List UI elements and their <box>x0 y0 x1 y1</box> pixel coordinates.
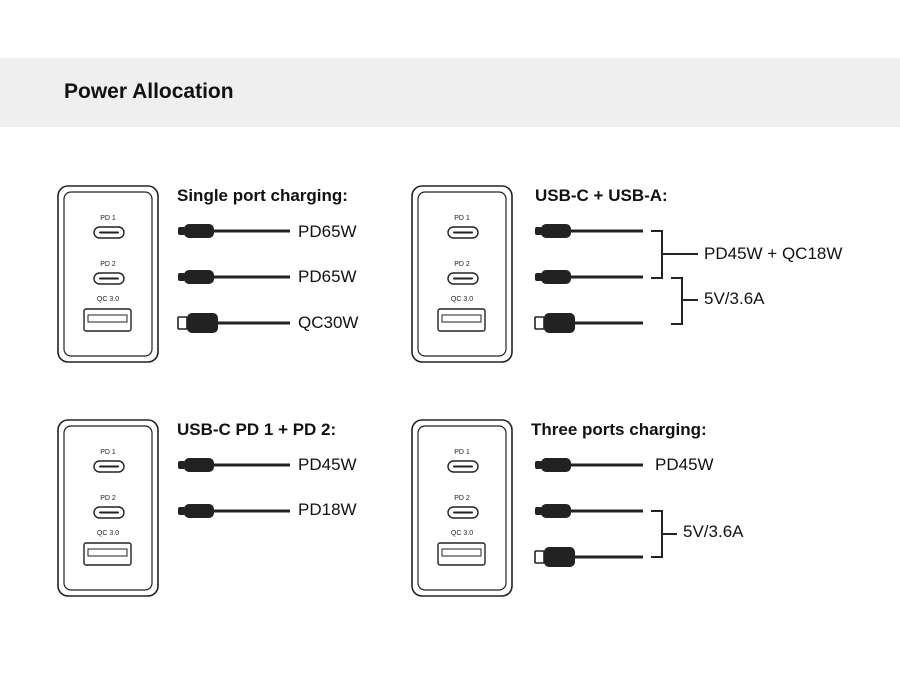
port-label-pd1: PD 1 <box>100 449 116 456</box>
output-label: QC30W <box>298 313 359 332</box>
usb-c-port-tongue <box>453 465 473 468</box>
usb-a-port-tongue <box>87 314 128 323</box>
cable-group-panel-1 <box>177 224 290 333</box>
port-label-pd1: PD 1 <box>454 449 470 456</box>
usb-c-plug-tip <box>178 507 185 515</box>
output-label: PD45W <box>655 455 714 474</box>
port-label-pd1: PD 1 <box>454 215 470 222</box>
charger-inner-outline <box>417 191 507 357</box>
usb-c-plug-tip <box>535 461 542 469</box>
usb-c-port-tongue <box>453 511 473 514</box>
usb-c-plug-body <box>184 270 214 284</box>
charger-panel-4: PD 1 PD 2 QC 3.0 <box>411 419 513 597</box>
usb-a-plug-body <box>544 547 575 567</box>
usb-c-plug-tip <box>178 273 185 281</box>
port-label-qc: QC 3.0 <box>451 296 473 303</box>
header-band <box>0 58 900 127</box>
port-label-pd2: PD 2 <box>100 261 116 268</box>
usb-c-port-tongue <box>99 465 119 468</box>
usb-a-port-tongue <box>441 548 482 557</box>
output-label: 5V/3.6A <box>683 522 744 541</box>
usb-a-plug-tip <box>534 550 545 564</box>
output-label: 5V/3.6A <box>704 289 765 308</box>
output-label: PD65W <box>298 222 357 241</box>
cable-group-panel-3 <box>178 458 290 518</box>
port-label-qc: QC 3.0 <box>97 530 119 537</box>
charger-panel-1: PD 1 PD 2 QC 3.0 <box>57 185 159 363</box>
bracket-panel-4 <box>651 510 677 558</box>
usb-a-plug-body <box>544 313 575 333</box>
port-label-pd2: PD 2 <box>100 495 116 502</box>
usb-a-plug-body <box>187 313 218 333</box>
port-label-qc: QC 3.0 <box>451 530 473 537</box>
usb-c-plug-body <box>184 504 214 518</box>
charger-inner-outline <box>63 425 153 591</box>
panel-title-pd1-pd2: USB-C PD 1 + PD 2: <box>177 420 337 439</box>
usb-c-plug-body <box>541 270 571 284</box>
page-title: Power Allocation <box>64 80 234 103</box>
bracket-panel-2-upper <box>651 230 698 279</box>
usb-c-port-tongue <box>453 277 473 280</box>
port-label-qc: QC 3.0 <box>97 296 119 303</box>
usb-a-plug-tip <box>534 316 545 330</box>
panel-title-three-ports: Three ports charging: <box>531 420 707 439</box>
port-label-pd1: PD 1 <box>100 215 116 222</box>
usb-c-plug-body <box>184 224 214 238</box>
usb-c-plug-tip <box>178 461 185 469</box>
panel-title-usbc-usba: USB-C + USB-A: <box>535 186 668 205</box>
charger-panel-3: PD 1 PD 2 QC 3.0 <box>57 419 159 597</box>
output-label: PD18W <box>298 500 357 519</box>
charger-panel-2: PD 1 PD 2 QC 3.0 <box>411 185 513 363</box>
cable-group-panel-2 <box>534 224 643 333</box>
port-label-pd2: PD 2 <box>454 495 470 502</box>
panel-title-single-port: Single port charging: <box>177 186 348 205</box>
usb-a-port-tongue <box>441 314 482 323</box>
bracket-panel-2-lower <box>671 277 698 325</box>
usb-c-port-tongue <box>99 511 119 514</box>
usb-c-port-tongue <box>453 231 473 234</box>
usb-c-plug-tip <box>535 273 542 281</box>
output-label: PD65W <box>298 267 357 286</box>
usb-c-plug-body <box>541 504 571 518</box>
usb-c-port-tongue <box>99 231 119 234</box>
usb-c-plug-body <box>541 458 571 472</box>
charger-inner-outline <box>417 425 507 591</box>
usb-a-port-tongue <box>87 548 128 557</box>
usb-c-plug-tip <box>535 227 542 235</box>
usb-c-port-tongue <box>99 277 119 280</box>
usb-c-plug-body <box>184 458 214 472</box>
usb-c-plug-body <box>541 224 571 238</box>
usb-a-plug-tip <box>177 316 188 330</box>
cable-group-panel-4 <box>534 458 643 567</box>
usb-c-plug-tip <box>178 227 185 235</box>
port-label-pd2: PD 2 <box>454 261 470 268</box>
output-label: PD45W + QC18W <box>704 244 843 263</box>
usb-c-plug-tip <box>535 507 542 515</box>
output-label: PD45W <box>298 455 357 474</box>
charger-inner-outline <box>63 191 153 357</box>
